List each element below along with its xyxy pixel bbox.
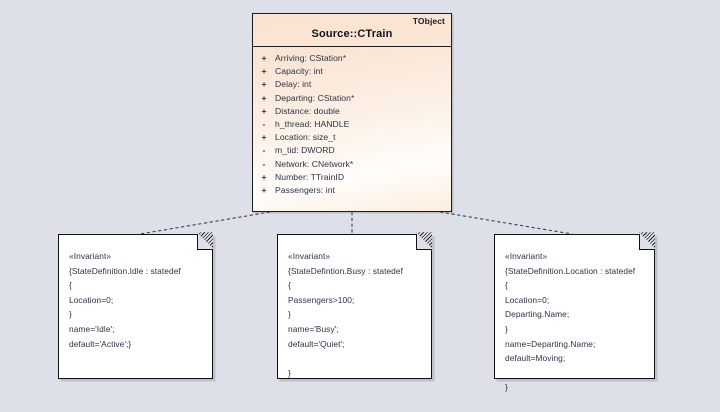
visibility-marker: - — [262, 145, 266, 156]
attribute-row[interactable]: - m_tid: DWORD — [253, 145, 451, 158]
note-line: «Invariant» — [69, 251, 112, 261]
note-line: default='Quiet'; — [288, 338, 345, 349]
note-line: } — [69, 309, 72, 320]
visibility-marker: + — [261, 53, 267, 63]
note-line: {StateDefintion.Busy : statedef — [288, 265, 403, 276]
note-line: } — [505, 323, 508, 334]
attribute-row[interactable]: + Arriving: CStation* — [253, 53, 451, 66]
note-line: «Invariant» — [288, 251, 331, 261]
note-fold-corner-icon — [416, 233, 433, 250]
attribute-signature: Passengers: int — [275, 184, 335, 195]
attribute-signature: Arriving: CStation* — [275, 53, 347, 63]
attribute-signature: Location: size_t — [275, 132, 336, 143]
attribute-row[interactable]: + Location: size_t — [253, 132, 451, 145]
uml-attribute-list: + Arriving: CStation* + Capacity: int + … — [253, 47, 451, 198]
note-body: «Invariant» {StateDefintion.Busy : state… — [278, 235, 431, 380]
note-line: Departing.Name; — [505, 309, 570, 320]
visibility-marker: + — [261, 171, 267, 182]
uml-class-header: TObject Source::CTrain — [253, 14, 451, 47]
note-line: default='Active';} — [69, 338, 132, 349]
attribute-row[interactable]: - Network: CNetwork* — [253, 159, 451, 172]
note-line: name='Idle'; — [69, 323, 115, 334]
attribute-row[interactable]: + Capacity: int — [253, 66, 451, 79]
note-line: Location=0; — [505, 294, 550, 305]
visibility-marker: + — [261, 105, 267, 116]
attribute-row[interactable]: + Passengers: int — [253, 185, 451, 198]
uml-class-stereotype: TObject — [412, 16, 445, 26]
visibility-marker: + — [261, 184, 267, 195]
note-line: } — [288, 367, 291, 378]
note-line: name='Busy'; — [288, 323, 339, 334]
visibility-marker: - — [262, 158, 266, 169]
note-fold-corner-icon — [197, 233, 214, 250]
attribute-signature: m_tid: DWORD — [275, 145, 335, 156]
note-invariant-location[interactable]: «Invariant» {StateDefinition.Location : … — [494, 233, 656, 392]
note-body: «Invariant» {StateDefinition.Location : … — [495, 235, 654, 395]
connector-class-to-location[interactable] — [439, 211, 573, 235]
note-line: name=Departing.Name; — [505, 338, 596, 349]
note-body: «Invariant» {StateDefinition.Idle : stat… — [59, 235, 212, 351]
note-invariant-idle[interactable]: «Invariant» {StateDefinition.Idle : stat… — [58, 233, 214, 379]
note-line: { — [69, 280, 72, 291]
visibility-marker: + — [261, 132, 267, 143]
attribute-signature: Capacity: int — [275, 66, 323, 77]
note-line: Location=0; — [69, 294, 114, 305]
note-line: } — [505, 382, 508, 393]
note-line: {StateDefinition.Idle : statedef — [69, 265, 181, 276]
connector-class-to-idle[interactable] — [139, 211, 271, 235]
visibility-marker: + — [261, 79, 267, 90]
attribute-row[interactable]: + Departing: CStation* — [253, 93, 451, 106]
note-line: { — [505, 280, 508, 291]
attribute-row[interactable]: + Delay: int — [253, 79, 451, 92]
note-fold-corner-icon — [639, 233, 656, 250]
note-line: {StateDefinition.Location : statedef — [505, 265, 636, 276]
attribute-row[interactable]: + Number: TTrainID — [253, 172, 451, 185]
note-line: «Invariant» — [505, 251, 548, 261]
note-line-blank — [288, 351, 431, 366]
note-invariant-busy[interactable]: «Invariant» {StateDefintion.Busy : state… — [277, 233, 433, 380]
visibility-marker: + — [261, 66, 267, 77]
attribute-signature: Distance: double — [275, 105, 340, 116]
uml-class-title: Source::CTrain — [311, 28, 393, 40]
visibility-marker: + — [261, 92, 267, 103]
attribute-signature: Number: TTrainID — [275, 171, 345, 182]
note-line: default=Moving; — [505, 353, 566, 364]
note-line-blank — [505, 366, 654, 381]
note-line: { — [288, 280, 291, 291]
note-line: Passengers>100; — [288, 294, 355, 305]
attribute-row[interactable]: - h_thread: HANDLE — [253, 119, 451, 132]
uml-class-box[interactable]: TObject Source::CTrain + Arriving: CStat… — [252, 13, 452, 212]
note-line: } — [288, 309, 291, 320]
visibility-marker: - — [262, 118, 266, 129]
attribute-signature: Departing: CStation* — [275, 92, 355, 103]
attribute-row[interactable]: + Distance: double — [253, 106, 451, 119]
attribute-signature: h_thread: HANDLE — [275, 118, 350, 129]
attribute-signature: Network: CNetwork* — [275, 158, 354, 169]
attribute-signature: Delay: int — [275, 79, 312, 90]
